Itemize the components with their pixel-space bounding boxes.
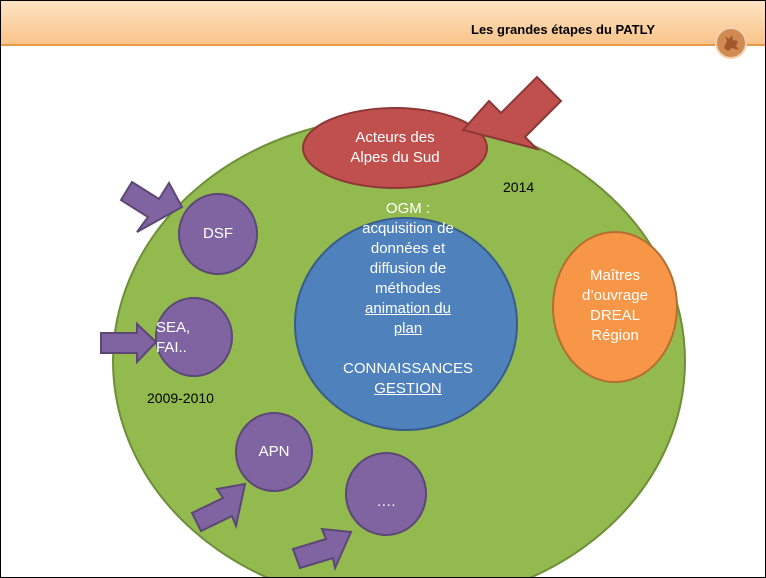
apn-label: APN [258, 443, 290, 460]
center-spacer [323, 339, 493, 359]
center-line2: acquisition de [362, 220, 454, 237]
maitres-ellipse [552, 231, 678, 383]
actors-line2: Alpes du Sud [350, 149, 440, 166]
center-line8: CONNAISSANCES [342, 360, 474, 377]
sea-line1: SEA, [156, 319, 191, 336]
year-2009-2010: 2009-2010 [147, 390, 214, 406]
header-bar: Les grandes étapes du PATLY [1, 1, 765, 46]
dots-label: …. [376, 493, 396, 510]
dsf-arrow [119, 180, 184, 233]
maitres-line2: d’ouvrage [582, 287, 648, 304]
actors-ellipse [302, 107, 488, 189]
maitres-label: Maîtres d’ouvrage DREAL Région [555, 263, 675, 349]
maitres-line1: Maîtres [589, 267, 640, 284]
header-title: Les grandes étapes du PATLY [471, 22, 655, 37]
dots-circle [345, 452, 427, 536]
center-line6: animation du [365, 300, 451, 317]
dsf-label: DSF [203, 225, 233, 242]
actors-arrow [461, 75, 563, 151]
chamois-logo-icon [715, 27, 747, 59]
center-line4: diffusion de [369, 260, 447, 277]
center-line7: plan [393, 320, 423, 337]
maitres-line3: DREAL [589, 307, 641, 324]
center-circle [294, 217, 518, 431]
sea-label: SEA, FAI.. [156, 316, 216, 360]
center-line5: méthodes [375, 280, 441, 297]
apn-circle [235, 412, 313, 492]
center-line1: OGM : [385, 200, 431, 217]
sea-circle [155, 297, 233, 377]
center-line9: GESTION [374, 380, 442, 397]
apn-arrow [190, 482, 247, 533]
dots-arrow [291, 527, 353, 572]
sea-arrow [100, 321, 158, 365]
sea-line2: FAI.. [156, 339, 187, 356]
center-line3: données et [370, 240, 446, 257]
actors-label: Acteurs des Alpes du Sud [315, 123, 475, 173]
actors-line1: Acteurs des [355, 129, 435, 146]
maitres-line4: Région [591, 327, 639, 344]
dsf-circle [178, 193, 258, 275]
year-2014: 2014 [503, 179, 535, 195]
center-label: OGM : acquisition de données et diffusio… [323, 199, 493, 399]
